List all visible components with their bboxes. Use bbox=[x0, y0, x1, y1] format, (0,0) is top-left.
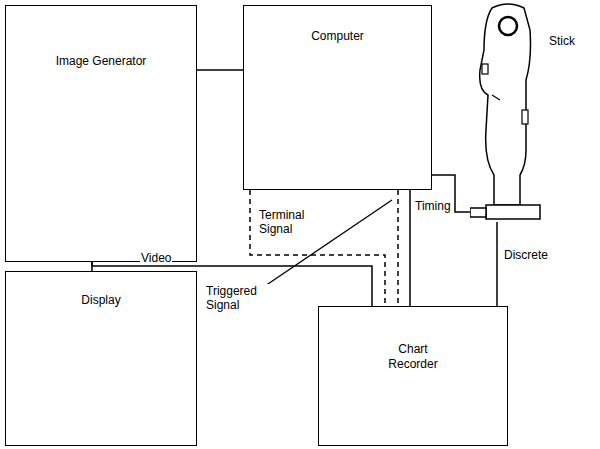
signal-label: Video bbox=[140, 251, 172, 265]
box-label: Chart Recorder bbox=[378, 342, 448, 372]
box-label: Computer bbox=[311, 29, 364, 44]
signal-line bbox=[409, 190, 411, 306]
signal-label: Discrete bbox=[503, 248, 549, 262]
device-label: Stick bbox=[549, 34, 575, 49]
signal-label: Triggered Signal bbox=[205, 284, 269, 313]
box-label: Display bbox=[81, 293, 120, 308]
dashed-signal-line bbox=[250, 190, 385, 306]
process-box: Chart Recorder bbox=[318, 306, 508, 446]
signal-line bbox=[496, 222, 498, 306]
signal-label: Terminal Signal bbox=[258, 208, 322, 237]
process-box: Display bbox=[5, 271, 197, 446]
box-label: Image Generator bbox=[56, 54, 147, 69]
process-box: Image Generator bbox=[5, 5, 197, 262]
process-box: Computer bbox=[243, 5, 432, 190]
dashed-signal-line bbox=[397, 190, 399, 306]
signal-line bbox=[197, 69, 243, 71]
joystick-illustration bbox=[470, 0, 545, 222]
signal-label: Timing bbox=[414, 199, 452, 213]
joystick-node: Stick bbox=[470, 0, 545, 222]
